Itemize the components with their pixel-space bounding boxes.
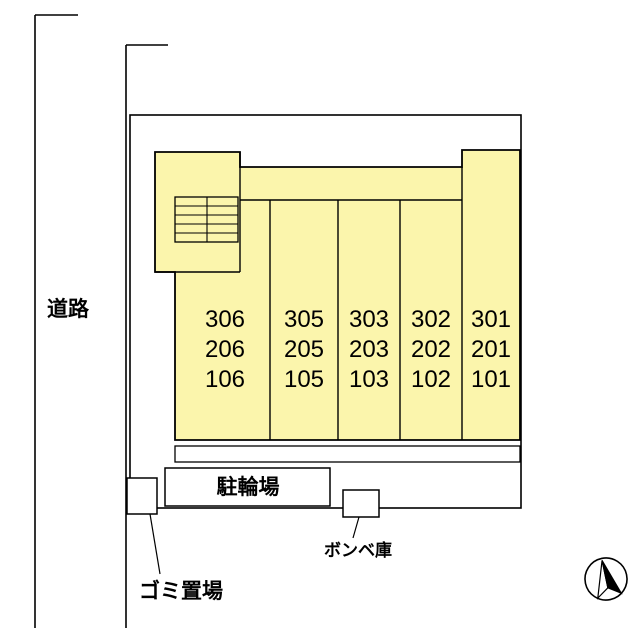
bicycle-parking: 駐輪場 <box>164 467 331 507</box>
room-number: 106 <box>205 366 245 393</box>
room-number: 105 <box>284 366 324 393</box>
bicycle-parking-box <box>164 467 331 507</box>
room-number: 303 <box>349 306 389 333</box>
room-number: 301 <box>471 306 511 333</box>
gas-cylinder-label: ボンベ庫 <box>324 540 392 560</box>
gas-cylinder-leader-line <box>352 516 360 539</box>
site-boundary <box>129 114 522 509</box>
room-number: 201 <box>471 336 511 363</box>
room-number: 205 <box>284 336 324 363</box>
room-number: 206 <box>205 336 245 363</box>
room-number: 306 <box>205 306 245 333</box>
bicycle-parking-label: 駐輪場 <box>217 475 280 499</box>
room-number: 302 <box>411 306 451 333</box>
road-label: 道路 <box>47 297 90 321</box>
gas-cylinder-box <box>342 489 380 518</box>
room-numbers: 306 206 106 305 205 105 303 203 103 302 … <box>205 306 511 393</box>
room-number: 305 <box>284 306 324 333</box>
garbage-area-box <box>126 477 158 515</box>
room-number: 203 <box>349 336 389 363</box>
room-number: 101 <box>471 366 511 393</box>
garbage-area-leader-line <box>149 513 161 575</box>
room-number: 202 <box>411 336 451 363</box>
room-number: 103 <box>349 366 389 393</box>
garbage-area-label: ゴミ置場 <box>139 579 223 603</box>
walkway-strip <box>174 445 521 463</box>
gas-cylinder-storage: ボンベ庫 <box>324 489 392 560</box>
staircase-icon <box>174 196 239 243</box>
room-number: 102 <box>411 366 451 393</box>
north-compass-icon <box>584 557 628 601</box>
garbage-area: ゴミ置場 <box>126 477 223 603</box>
